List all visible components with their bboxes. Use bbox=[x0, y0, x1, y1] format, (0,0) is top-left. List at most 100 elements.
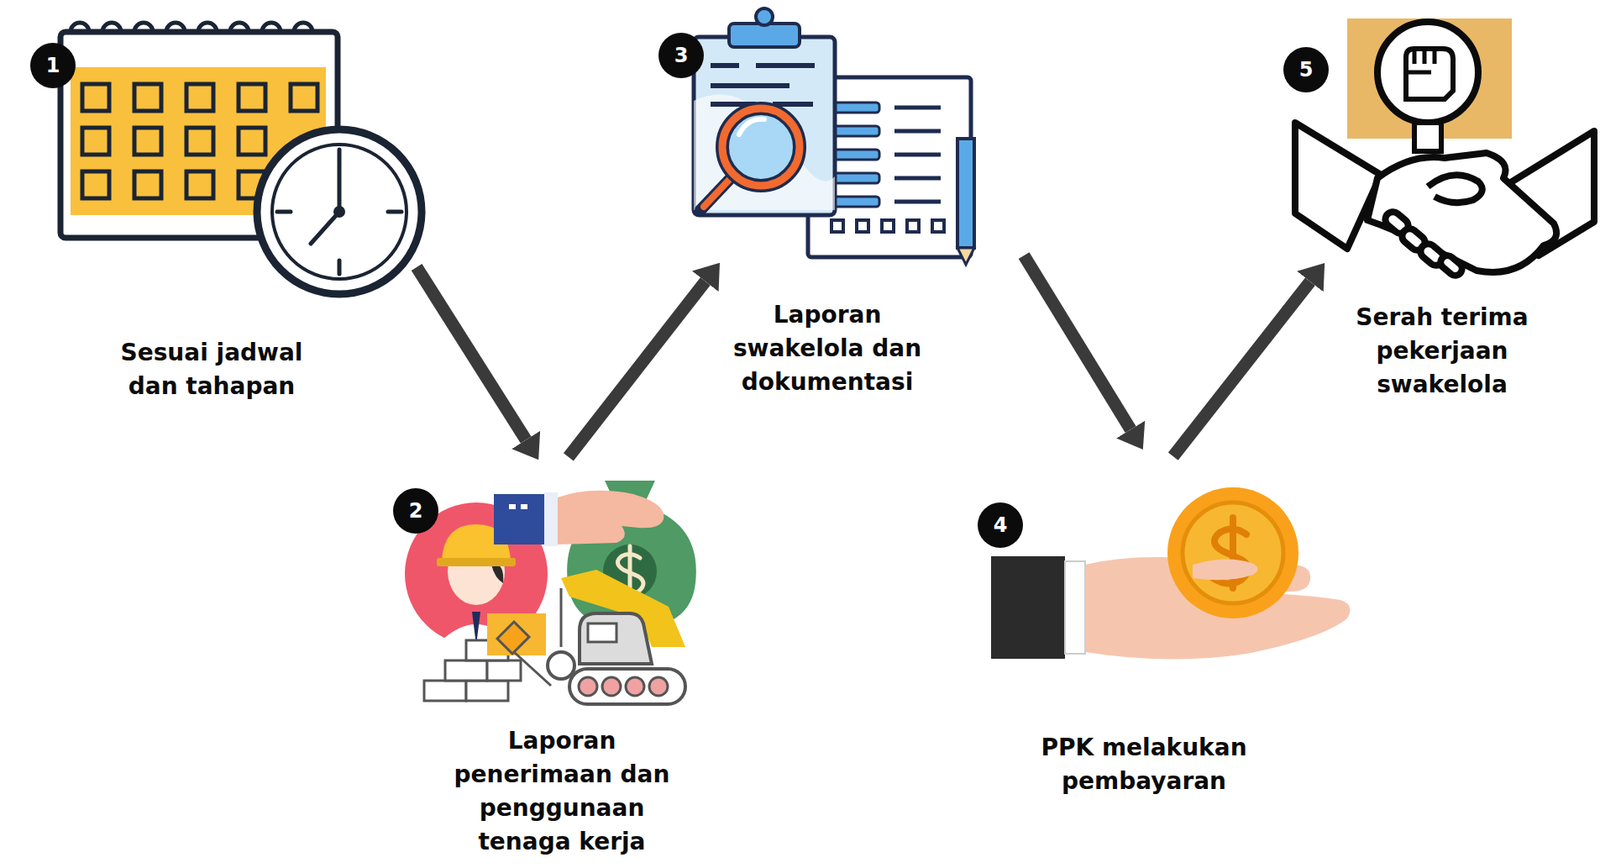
coin-icon bbox=[1167, 487, 1299, 619]
clock-icon-part-part bbox=[310, 211, 340, 244]
clipboard-icon-part-part bbox=[710, 83, 790, 89]
callout-number: 5 bbox=[1283, 47, 1329, 93]
callout-number: 3 bbox=[658, 32, 704, 79]
calendar-icon-part-part bbox=[82, 171, 110, 199]
flow-arrow bbox=[1023, 255, 1131, 430]
report-document-icon-part-part bbox=[932, 220, 945, 232]
clock-icon-part bbox=[333, 205, 346, 218]
clipboard-icon-part bbox=[693, 36, 835, 216]
clipboard-icon-part bbox=[710, 65, 815, 105]
clipboard-icon bbox=[693, 8, 835, 216]
report-document-icon-part-part bbox=[894, 105, 941, 111]
flow-arrow bbox=[1173, 281, 1311, 457]
report-document-icon-part-part bbox=[894, 129, 941, 134]
callout-number: 2 bbox=[393, 487, 439, 534]
excavator-icon-part bbox=[560, 587, 563, 647]
coin-icon-part bbox=[1167, 487, 1299, 619]
bricks-icon bbox=[424, 613, 551, 701]
excavator-icon-part-part bbox=[578, 676, 598, 696]
report-document-icon-part bbox=[957, 138, 975, 248]
callout-number: 4 bbox=[977, 502, 1023, 548]
clipboard-icon-part bbox=[700, 178, 731, 210]
clock-icon-part-part bbox=[388, 209, 402, 215]
giving-hand-icon-part bbox=[508, 503, 516, 509]
handshake-icon bbox=[1295, 122, 1595, 279]
fist-sign-icon-part bbox=[1414, 122, 1442, 152]
excavator-icon-part bbox=[578, 676, 668, 696]
excavator-icon-part bbox=[579, 613, 652, 664]
handshake-icon-part bbox=[1367, 152, 1557, 273]
paying-hand-icon-part bbox=[991, 556, 1065, 659]
giving-hand-icon-part bbox=[544, 492, 558, 546]
calendar-icon-part-part bbox=[134, 127, 162, 155]
calendar-icon-part-part bbox=[82, 83, 110, 111]
fist-sign-icon-part bbox=[1405, 48, 1454, 100]
clock-icon bbox=[257, 129, 422, 294]
calendar-icon-part-part bbox=[82, 127, 110, 155]
excavator-icon-part-part bbox=[602, 676, 621, 696]
calendar-icon-part-part bbox=[186, 171, 214, 199]
bricks-icon-part bbox=[445, 660, 488, 681]
calendar-icon-part-part bbox=[186, 127, 214, 155]
coin-icon-part bbox=[1182, 502, 1284, 604]
clipboard-icon-part bbox=[739, 119, 765, 135]
clipboard-icon-part-part bbox=[710, 62, 740, 69]
clipboard-icon-part bbox=[755, 8, 773, 26]
clock-icon-part-part bbox=[277, 209, 291, 215]
report-document-icon-part-part bbox=[894, 152, 941, 158]
excavator-icon-part bbox=[547, 651, 575, 679]
handshake-icon-part bbox=[1437, 252, 1465, 279]
calendar-icon-part-part bbox=[186, 83, 214, 111]
calendar-icon-part-part bbox=[238, 83, 266, 111]
calendar-icon-part-part bbox=[70, 22, 313, 32]
excavator-icon-part bbox=[569, 668, 686, 704]
excavator-icon-part-part bbox=[649, 676, 668, 696]
clock-icon-part bbox=[257, 129, 422, 294]
worker-icon-part bbox=[491, 563, 504, 583]
flow-arrow bbox=[416, 267, 526, 440]
giving-hand-icon-part bbox=[520, 503, 528, 509]
bricks-icon-part bbox=[497, 621, 551, 686]
clipboard-icon-part bbox=[703, 178, 731, 207]
coin-icon-part bbox=[1192, 558, 1259, 580]
step-caption: Sesuai jadwal dan tahapan bbox=[94, 335, 330, 404]
step-caption: PPK melakukan pembayaran bbox=[1024, 730, 1265, 798]
giving-hand-icon bbox=[493, 490, 664, 546]
step-node: 3Laporan swakelola dan dokumentasi bbox=[655, 0, 1025, 403]
clock-icon-part-part bbox=[337, 149, 342, 163]
report-document-icon-part-part bbox=[894, 199, 941, 205]
step-node: 4PPK melakukan pembayaran bbox=[957, 474, 1361, 802]
bricks-icon-part bbox=[487, 660, 521, 681]
clock-icon-part bbox=[277, 149, 402, 274]
report-document-icon-part bbox=[894, 107, 941, 202]
excavator-icon-part-part bbox=[625, 676, 645, 696]
report-document-icon-part bbox=[957, 247, 975, 265]
report-document-icon-part-part bbox=[894, 176, 941, 181]
clipboard-icon-part bbox=[693, 94, 835, 211]
bricks-icon-part bbox=[424, 680, 467, 701]
worker-icon-part bbox=[436, 557, 516, 567]
fist-sign-icon-part bbox=[1405, 48, 1435, 73]
calendar-icon-part-part bbox=[134, 171, 162, 199]
step-node: 5Serah terima pekerjaan swakelola bbox=[1259, 8, 1596, 405]
giving-hand-icon-part bbox=[493, 493, 545, 545]
report-document-icon-part bbox=[831, 220, 945, 232]
paying-hand-icon-part bbox=[1064, 561, 1086, 654]
step-caption: Laporan swakelola dan dokumentasi bbox=[708, 298, 948, 399]
flow-arrow bbox=[568, 281, 706, 457]
calendar-icon-part-part bbox=[238, 127, 266, 155]
clipboard-icon-part bbox=[722, 108, 800, 186]
fist-sign-icon-part bbox=[1377, 21, 1479, 123]
handshake-icon-part bbox=[1295, 122, 1381, 249]
report-document-icon-part-part bbox=[881, 220, 894, 232]
step-node: 2Laporan penerimaan dan penggunaan tenag… bbox=[369, 461, 723, 862]
calendar-icon-part-part bbox=[290, 83, 318, 111]
callout-number: 1 bbox=[30, 42, 76, 89]
report-document-icon-part-part bbox=[856, 220, 869, 232]
bricks-icon-part bbox=[466, 680, 509, 701]
step-caption: Serah terima pekerjaan swakelola bbox=[1328, 300, 1556, 402]
clipboard-icon-part bbox=[722, 108, 800, 186]
